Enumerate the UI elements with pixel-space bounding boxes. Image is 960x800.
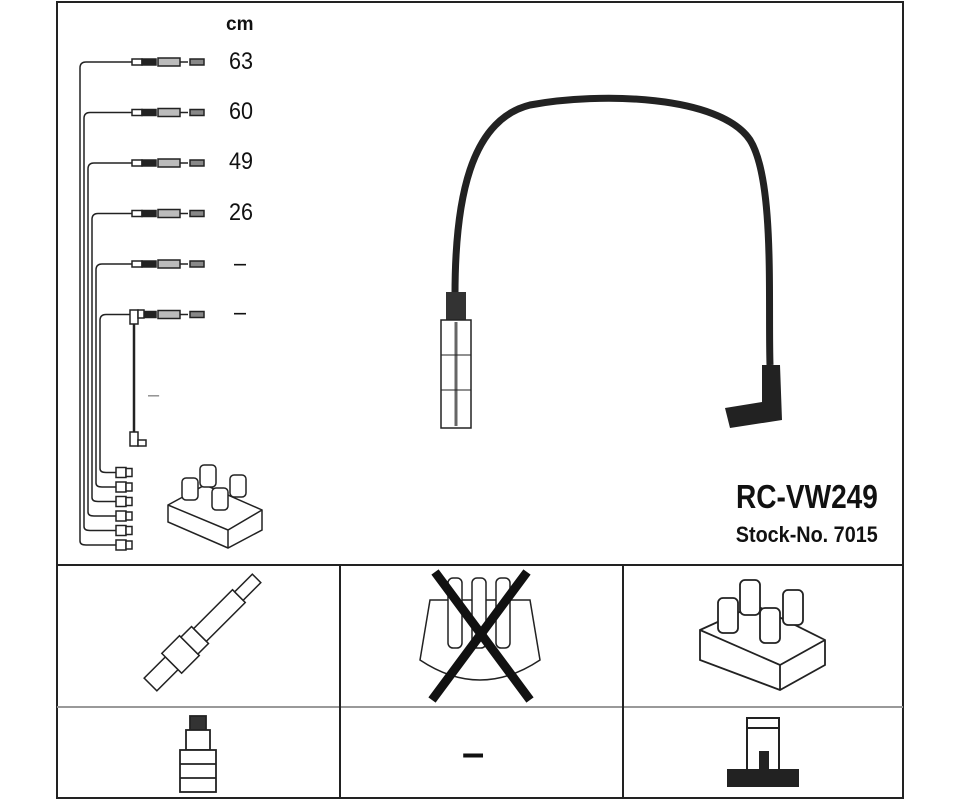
lead-length-3: 49 <box>229 148 254 175</box>
coil-lead-icon <box>129 309 147 447</box>
lead-length-4: 26 <box>229 199 254 226</box>
ignition-cable-icon <box>440 94 782 429</box>
lead-length-2: 60 <box>229 98 254 125</box>
ignition-coil-icon <box>699 579 826 691</box>
lead-length-6: – <box>234 299 247 326</box>
spark-plug-icon <box>143 573 262 692</box>
lead-wire <box>95 259 205 493</box>
lead-wire <box>79 57 205 551</box>
lead-wires <box>79 57 205 551</box>
plug-connector-icon <box>179 715 217 793</box>
lead-length-5: – <box>234 250 247 277</box>
frame <box>56 1 904 799</box>
stock-number: Stock-No. 7015 <box>736 522 878 547</box>
lead-length-1: 63 <box>229 48 254 75</box>
product-code: RC-VW249 <box>736 478 878 515</box>
coil-connector-icon <box>727 717 799 787</box>
coil-pack-small-icon <box>167 464 263 549</box>
cap-connector-none: – <box>462 731 485 775</box>
coil-lead-length: – <box>148 384 160 406</box>
lead-wire <box>83 107 205 537</box>
unit-label: cm <box>226 14 254 35</box>
lead-wire <box>91 208 205 508</box>
distributor-cap-crossed-icon <box>419 569 541 703</box>
lead-wire <box>87 158 205 522</box>
